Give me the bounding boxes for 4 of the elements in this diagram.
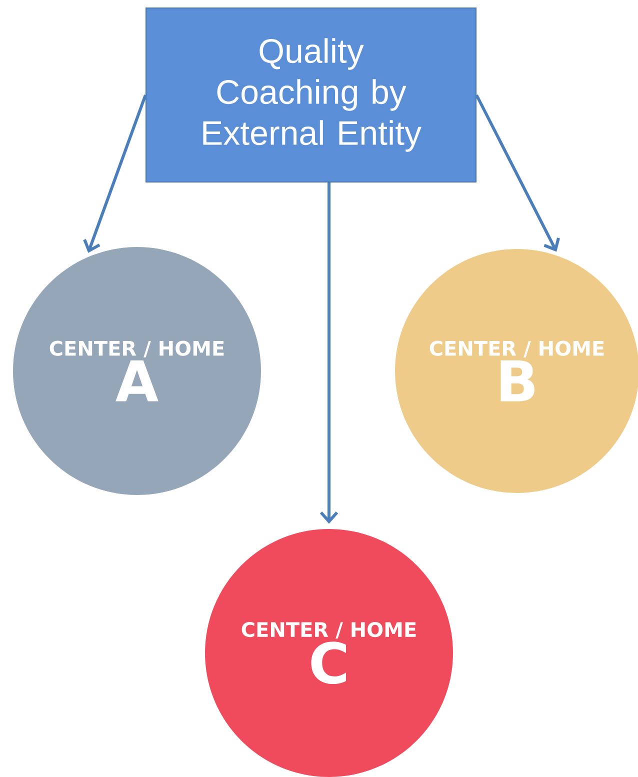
arrow [475, 94, 560, 252]
process-box: Quality Coaching by External Entity [146, 8, 476, 182]
arrow [83, 94, 147, 253]
arrow [320, 182, 338, 524]
